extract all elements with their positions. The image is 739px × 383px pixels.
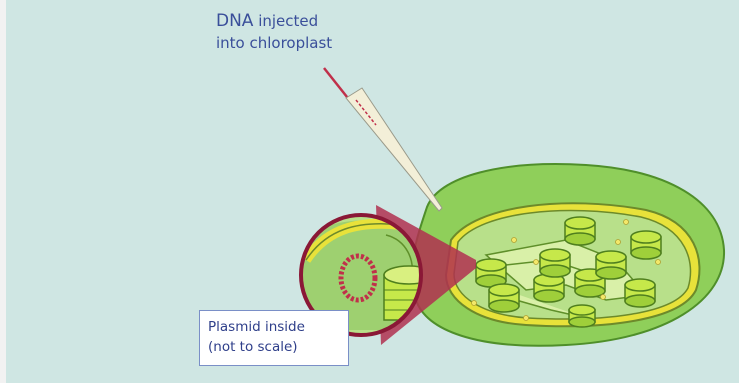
granum [534, 274, 564, 302]
plasmid-label-line1: Plasmid inside [208, 317, 348, 337]
dna-label-word: DNA [216, 11, 253, 31]
granum [596, 251, 626, 279]
granum [540, 249, 570, 277]
dna-label-line2: into chloroplast [216, 32, 332, 54]
granum [631, 231, 661, 259]
micropipette [324, 68, 442, 211]
granum [565, 217, 595, 245]
dna-label-rest: injected [253, 12, 318, 30]
dna-injected-label: DNA injected into chloroplast [216, 10, 332, 54]
granum [569, 305, 595, 327]
granum [625, 279, 655, 307]
plasmid-label-box: Plasmid inside (not to scale) [199, 310, 349, 366]
chloroplast-injection-diagram [6, 0, 739, 383]
granum [476, 259, 506, 287]
granum [489, 284, 519, 312]
plasmid-label-line2: (not to scale) [208, 337, 348, 357]
